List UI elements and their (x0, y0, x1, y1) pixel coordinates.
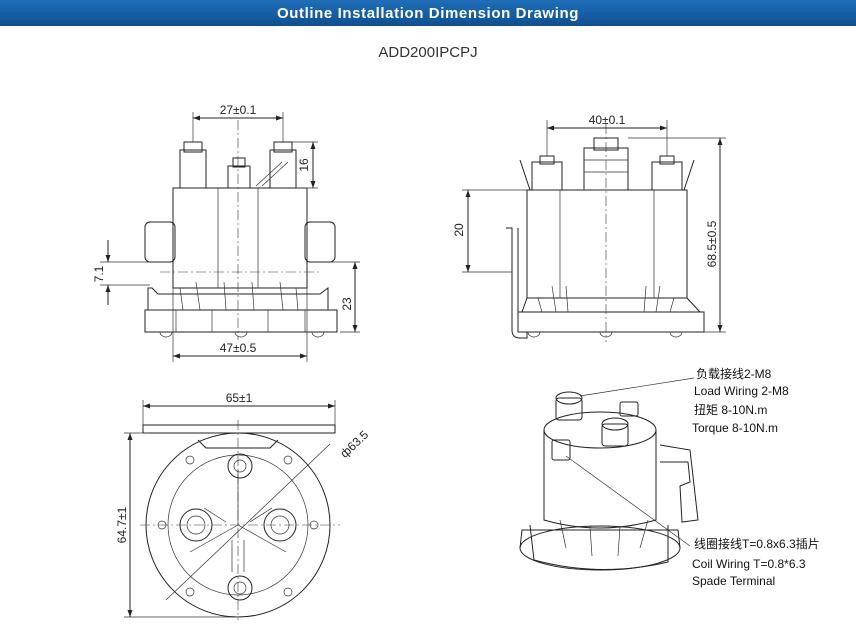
note-coil-wiring-en: Coil Wiring T=0.8*6.3 (692, 557, 806, 571)
side-view: 40±0.1 20 68.5±0.5 (452, 113, 726, 342)
note-torque-en: Torque 8-10N.m (692, 421, 778, 435)
isometric-view (519, 377, 699, 571)
note-coil-wiring-cn: 线圈接线T=0.8x6.3插片 (694, 536, 820, 551)
dim-front-terminal-spacing: 27±0.1 (220, 103, 257, 117)
note-torque-cn: 扭矩 8-10N.m (694, 403, 767, 417)
dim-top-width: 65±1 (226, 391, 253, 405)
dim-side-terminal-spacing: 40±0.1 (589, 113, 626, 127)
page-title: Outline Installation Dimension Drawing (277, 5, 579, 22)
front-view: 27±0.1 16 7.1 23 47±0.5 (92, 103, 360, 362)
top-view: 65±1 64.7±1 ф63.5 (115, 391, 371, 620)
dim-side-bracket-height: 20 (452, 223, 466, 237)
dim-top-diameter: ф63.5 (337, 427, 371, 460)
dim-front-base-height: 23 (340, 297, 354, 311)
dim-front-body-width: 47±0.5 (220, 341, 257, 355)
note-load-wiring-en: Load Wiring 2-M8 (694, 384, 789, 398)
header-banner: Outline Installation Dimension Drawing (0, 0, 856, 26)
dim-front-tab-height: 7.1 (92, 265, 106, 282)
note-load-wiring-cn: 负载接线2-M8 (696, 366, 772, 381)
note-spade-terminal: Spade Terminal (692, 574, 775, 588)
dim-front-stud-height: 16 (297, 158, 311, 172)
model-number: ADD200IPCPJ (378, 44, 478, 61)
dim-side-total-height: 68.5±0.5 (705, 220, 719, 267)
dim-top-height: 64.7±1 (115, 506, 129, 543)
